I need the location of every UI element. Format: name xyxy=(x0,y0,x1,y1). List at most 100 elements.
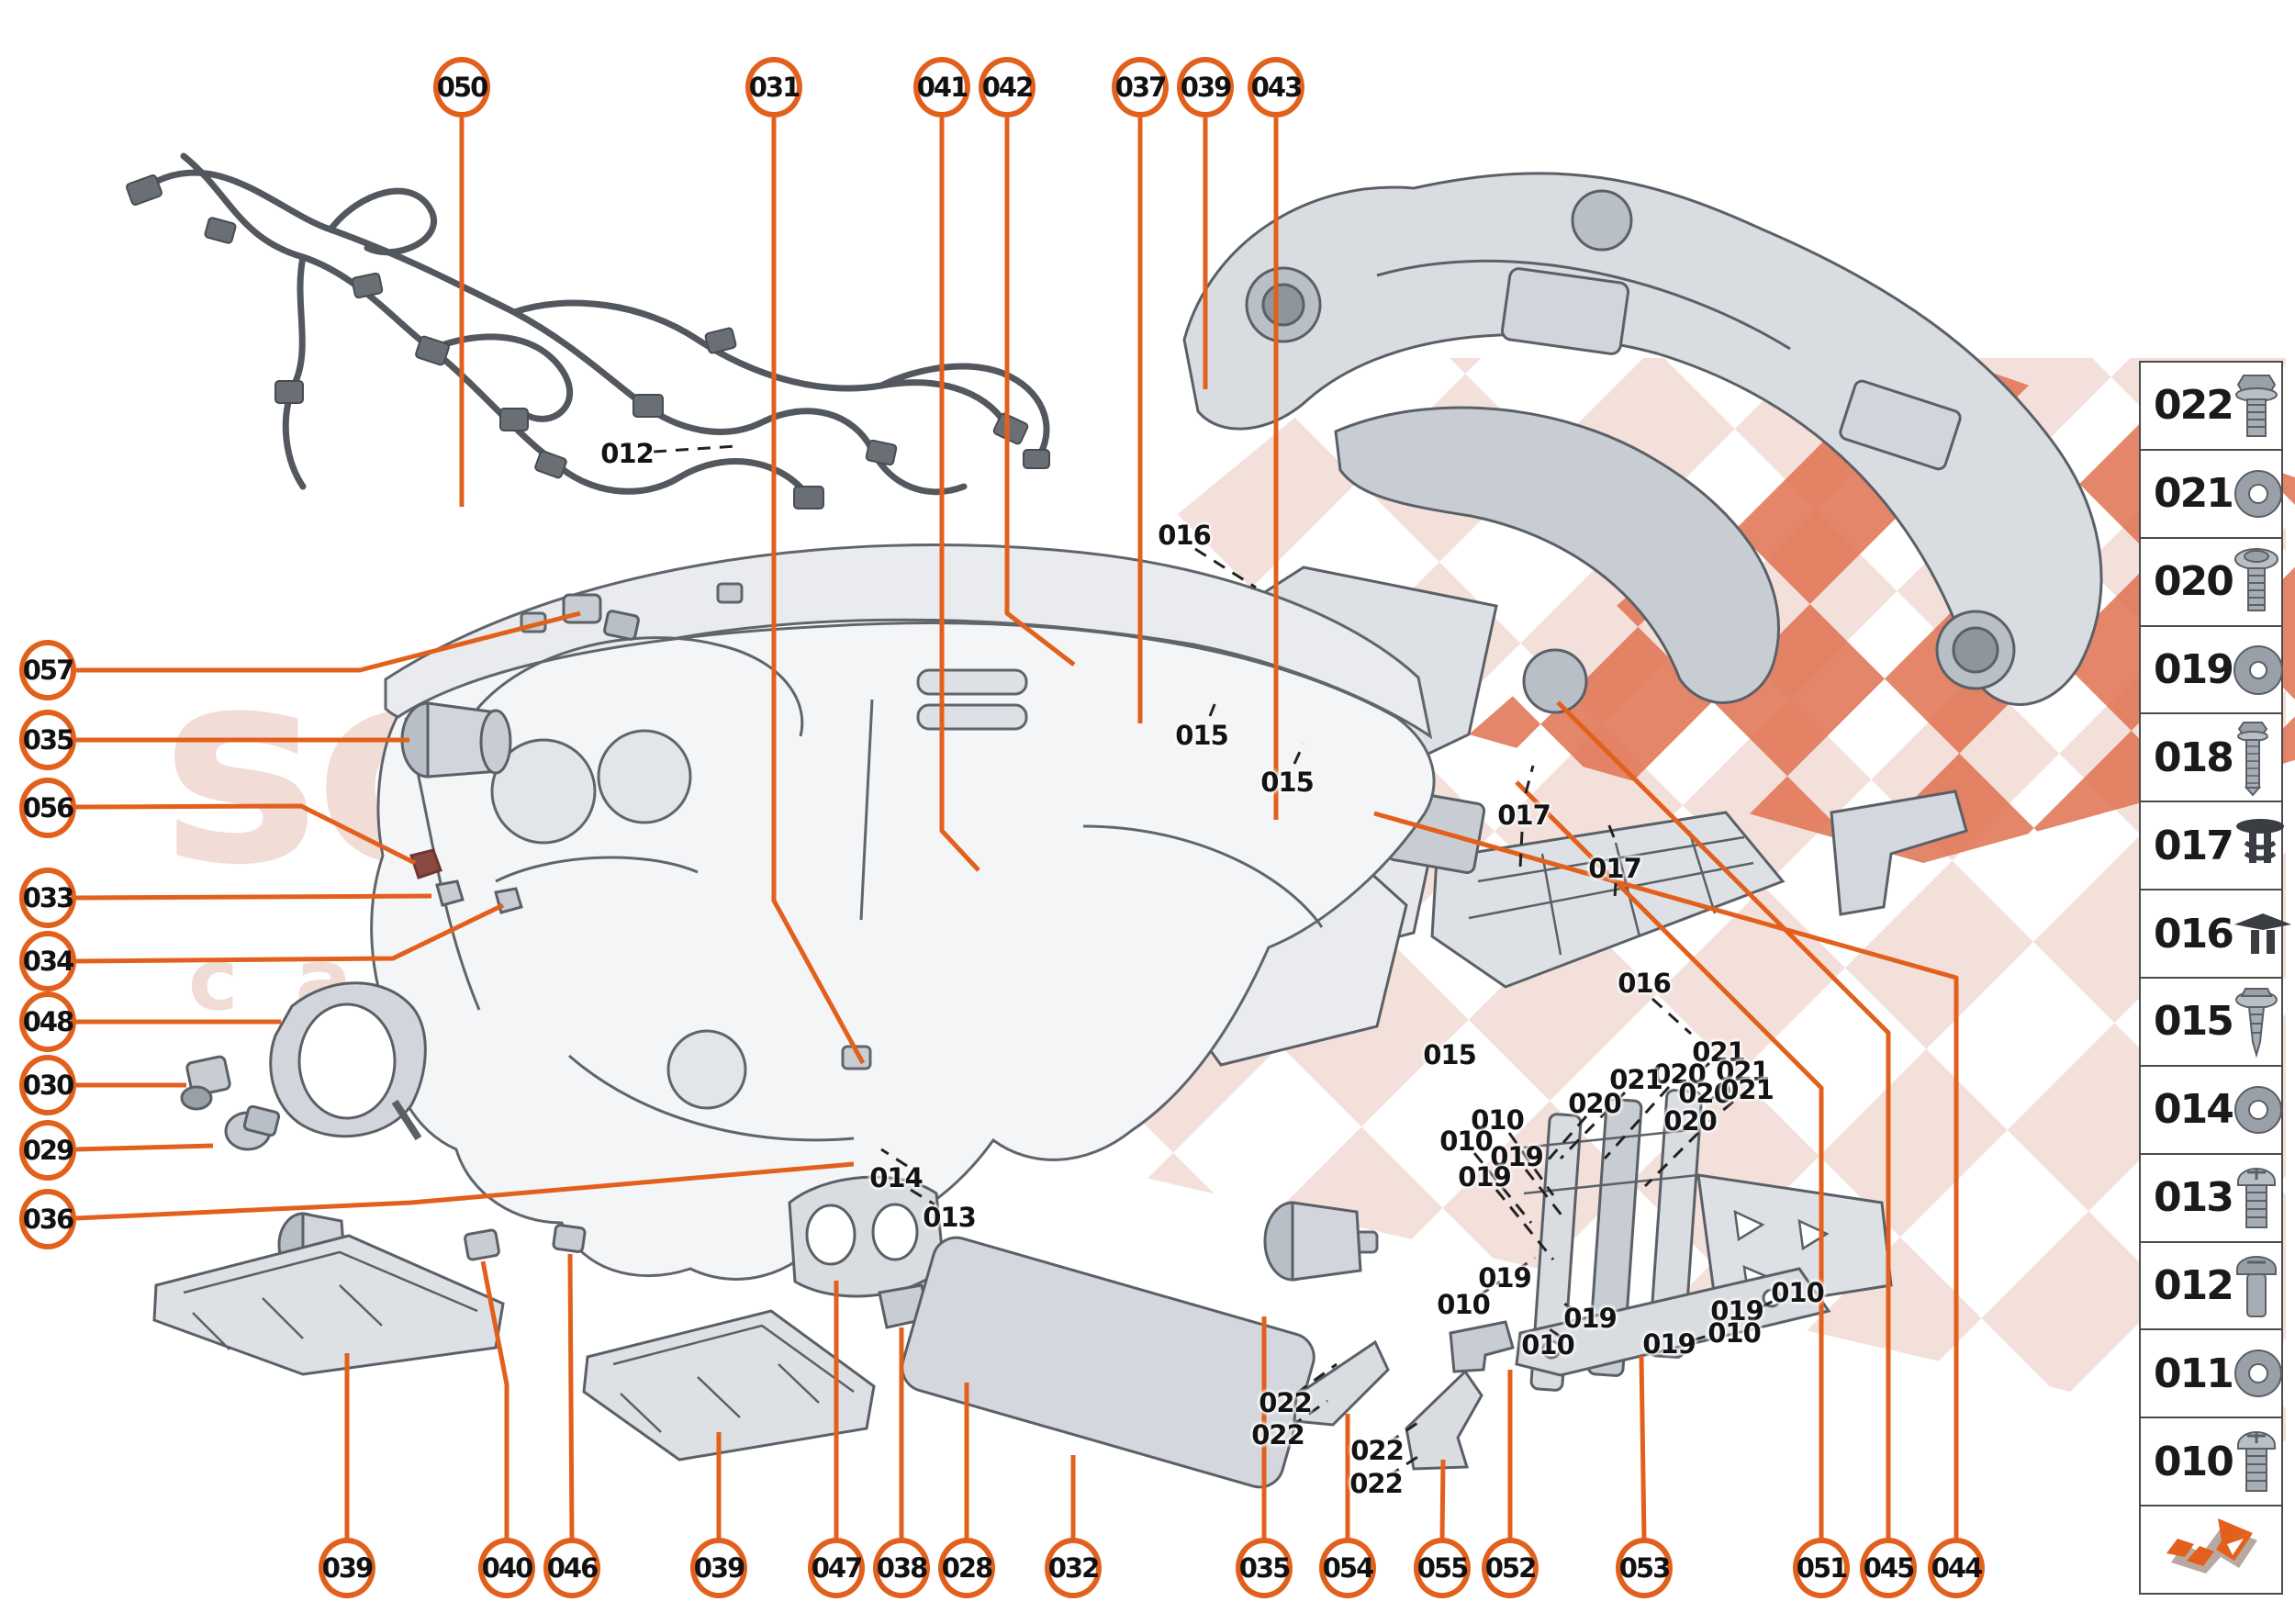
self-tapping-screw-icon xyxy=(2234,987,2278,1058)
callout-top-043[interactable]: 043 xyxy=(1248,57,1304,118)
callout-top-042[interactable]: 042 xyxy=(979,57,1036,118)
callout-left-036[interactable]: 036 xyxy=(19,1189,76,1249)
leader-055 xyxy=(1439,1459,1446,1541)
legend-row-020[interactable]: 020 xyxy=(2141,538,2281,627)
legend-row-017[interactable]: 017 xyxy=(2141,802,2284,891)
callout-bottom-035[interactable]: 035 xyxy=(1236,1538,1293,1598)
leader-031 xyxy=(771,118,866,1065)
legend-logo-cell xyxy=(2141,1506,2281,1594)
lower-right-brackets-art xyxy=(1293,1267,1831,1471)
callout-left-030[interactable]: 030 xyxy=(19,1055,76,1115)
callout-bottom-046[interactable]: 046 xyxy=(543,1538,600,1598)
callout-bottom-039b[interactable]: 039 xyxy=(690,1538,747,1598)
part-label: 010 xyxy=(1707,1317,1762,1349)
part-label: 015 xyxy=(1423,1039,1477,1070)
part-label: 016 xyxy=(1158,520,1212,551)
part-label: 015 xyxy=(1175,720,1229,751)
vent-nozzle-right-art xyxy=(1263,1201,1362,1282)
callout-bottom-045[interactable]: 045 xyxy=(1860,1538,1917,1598)
callout-left-035[interactable]: 035 xyxy=(19,710,76,770)
dashed-ticks xyxy=(653,444,1776,1478)
part-label: 017 xyxy=(1497,800,1551,831)
callout-bottom-028[interactable]: 028 xyxy=(938,1538,995,1598)
bracket-054-art xyxy=(1293,1339,1390,1427)
leader-041 xyxy=(939,118,980,872)
legend-row-010[interactable]: 010 xyxy=(2141,1418,2281,1507)
callout-bottom-038[interactable]: 038 xyxy=(873,1538,930,1598)
bracket-053-art xyxy=(1515,1267,1831,1377)
washer-icon xyxy=(2233,1085,2282,1134)
leader-040 xyxy=(480,1260,509,1540)
leader-033 xyxy=(75,893,432,901)
callout-bottom-053[interactable]: 053 xyxy=(1616,1538,1673,1598)
legend-row-011[interactable]: 011 xyxy=(2141,1330,2282,1419)
legend-row-015[interactable]: 015 xyxy=(2141,979,2281,1067)
legend-row-014[interactable]: 014 xyxy=(2141,1066,2282,1155)
callout-bottom-039a[interactable]: 039 xyxy=(319,1538,375,1598)
legend-row-022[interactable]: 022 xyxy=(2141,363,2281,451)
part-label: 015 xyxy=(1260,767,1315,798)
callout-bottom-040[interactable]: 040 xyxy=(478,1538,535,1598)
part-label: 019 xyxy=(1478,1262,1532,1294)
callout-top-031[interactable]: 031 xyxy=(745,57,802,118)
callout-top-037[interactable]: 037 xyxy=(1112,57,1169,118)
blower-housing-art xyxy=(269,981,427,1141)
callout-bottom-051[interactable]: 051 xyxy=(1793,1538,1850,1598)
round-head-screw-icon xyxy=(2235,1255,2277,1317)
callout-bottom-044[interactable]: 044 xyxy=(1928,1538,1985,1598)
clip-046-art xyxy=(552,1224,587,1253)
actuator-029-art xyxy=(224,1104,281,1151)
callout-bottom-032[interactable]: 032 xyxy=(1045,1538,1102,1598)
dashboard-art xyxy=(370,543,1436,1281)
part-label: 020 xyxy=(1568,1088,1622,1119)
callout-left-048[interactable]: 048 xyxy=(19,991,76,1052)
leader-057 xyxy=(76,610,581,673)
part-label: 022 xyxy=(1350,1435,1405,1466)
clip-040-art xyxy=(464,1228,500,1261)
flange-screw-icon xyxy=(2233,547,2278,611)
callout-top-039[interactable]: 039 xyxy=(1177,57,1234,118)
long-flange-bolt-icon xyxy=(2236,722,2268,797)
pan-head-screw-icon xyxy=(2236,1431,2276,1493)
callout-bottom-047[interactable]: 047 xyxy=(808,1538,865,1598)
callout-left-029[interactable]: 029 xyxy=(19,1120,76,1181)
callout-top-050[interactable]: 050 xyxy=(433,57,490,118)
harness-connectors-art xyxy=(126,174,1050,510)
hex-flange-bolt-icon xyxy=(2234,374,2278,437)
bottom-center-parts-art xyxy=(464,593,1362,1489)
legend-row-019[interactable]: 019 xyxy=(2141,626,2283,715)
leader-044 xyxy=(1373,811,1959,1540)
push-rivet-icon xyxy=(2235,819,2284,864)
scuderia-arrow-logo xyxy=(2166,1518,2257,1574)
fastener-legend-sidebar: 022 021 020 019 xyxy=(2139,361,2291,1595)
legend-row-021[interactable]: 021 xyxy=(2141,450,2282,539)
callout-bottom-052[interactable]: 052 xyxy=(1482,1538,1539,1598)
trim-clip-icon xyxy=(2233,913,2291,955)
legend-row-016[interactable]: 016 xyxy=(2141,890,2291,980)
pan-head-screw-icon xyxy=(2236,1167,2276,1228)
part-label: 010 xyxy=(1471,1104,1525,1136)
part-label: 020 xyxy=(1678,1078,1732,1109)
hvac-duct-assembly-art xyxy=(1182,172,2103,714)
callout-bottom-054[interactable]: 054 xyxy=(1319,1538,1376,1598)
leader-036 xyxy=(75,1161,855,1221)
callout-left-056[interactable]: 056 xyxy=(19,778,76,838)
callout-left-057[interactable]: 057 xyxy=(19,640,76,700)
legend-row-013[interactable]: 013 xyxy=(2141,1154,2281,1243)
legend-row-018[interactable]: 018 xyxy=(2141,714,2281,803)
part-label: 022 xyxy=(1349,1468,1404,1499)
grey-clip-art xyxy=(435,879,465,907)
callout-top-041[interactable]: 041 xyxy=(913,57,970,118)
callout-left-033[interactable]: 033 xyxy=(19,868,76,928)
part-label: 021 xyxy=(1692,1036,1746,1068)
leader-045 xyxy=(1556,700,1891,1540)
part-label: 019 xyxy=(1642,1328,1696,1360)
washer-icon xyxy=(2233,1350,2282,1398)
legend-row-012[interactable]: 012 xyxy=(2141,1242,2281,1331)
callout-left-034[interactable]: 034 xyxy=(19,931,76,991)
callout-bottom-055[interactable]: 055 xyxy=(1414,1538,1471,1598)
leader-029 xyxy=(75,1143,214,1152)
leader-053 xyxy=(1639,1355,1647,1541)
part-label: 014 xyxy=(869,1162,924,1193)
red-clip-art xyxy=(409,848,442,879)
